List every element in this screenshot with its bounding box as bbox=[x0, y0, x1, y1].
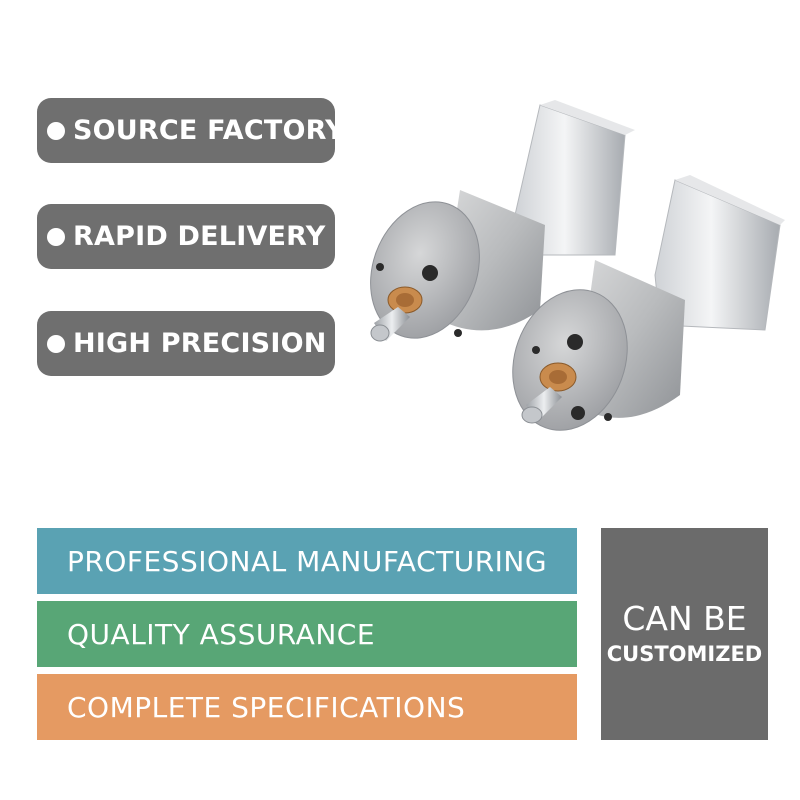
feature-label: RAPID DELIVERY bbox=[73, 221, 326, 252]
band-label: PROFESSIONAL MANUFACTURING bbox=[67, 544, 548, 578]
feature-pill-source-factory: SOURCE FACTORY bbox=[37, 98, 345, 163]
bullet-dot-icon bbox=[47, 121, 65, 140]
bullet-dot-icon bbox=[47, 334, 65, 353]
feature-label: SOURCE FACTORY bbox=[73, 115, 345, 146]
feature-pill-rapid-delivery: RAPID DELIVERY bbox=[37, 204, 335, 269]
gear-motor-right bbox=[512, 175, 785, 431]
band-professional-manufacturing: PROFESSIONAL MANUFACTURING bbox=[37, 528, 577, 594]
band-label: QUALITY ASSURANCE bbox=[67, 617, 376, 651]
can-be-customized-box: CAN BE CUSTOMIZED bbox=[601, 528, 768, 740]
gear-motor-left bbox=[370, 100, 635, 342]
bullet-dot-icon bbox=[47, 227, 65, 246]
custom-box-line1: CAN BE bbox=[622, 599, 747, 638]
gear-motor-icon bbox=[370, 100, 785, 431]
feature-label: HIGH PRECISION bbox=[73, 328, 327, 359]
custom-box-line2: CUSTOMIZED bbox=[606, 642, 763, 666]
band-label: COMPLETE SPECIFICATIONS bbox=[67, 690, 466, 724]
band-quality-assurance: QUALITY ASSURANCE bbox=[37, 601, 577, 667]
feature-pill-high-precision: HIGH PRECISION bbox=[37, 311, 335, 376]
band-complete-specifications: COMPLETE SPECIFICATIONS bbox=[37, 674, 577, 740]
